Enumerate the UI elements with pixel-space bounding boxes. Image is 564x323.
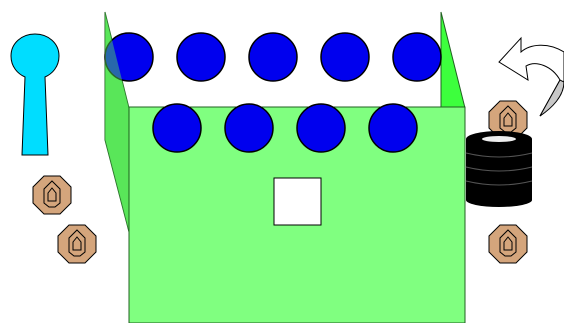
stack-icon[interactable]	[466, 131, 532, 207]
ball[interactable]	[177, 33, 225, 81]
ball[interactable]	[393, 33, 441, 81]
nut-icon[interactable]	[33, 176, 71, 214]
ball-back-row	[105, 33, 441, 81]
target-square[interactable]	[274, 178, 321, 225]
ball[interactable]	[225, 104, 273, 152]
ball[interactable]	[321, 33, 369, 81]
ball[interactable]	[249, 33, 297, 81]
ball[interactable]	[153, 104, 201, 152]
nut-icon[interactable]	[489, 225, 527, 263]
ball[interactable]	[297, 104, 345, 152]
ball[interactable]	[369, 104, 417, 152]
peg-icon[interactable]	[11, 34, 59, 155]
nut-icon[interactable]	[58, 225, 96, 263]
